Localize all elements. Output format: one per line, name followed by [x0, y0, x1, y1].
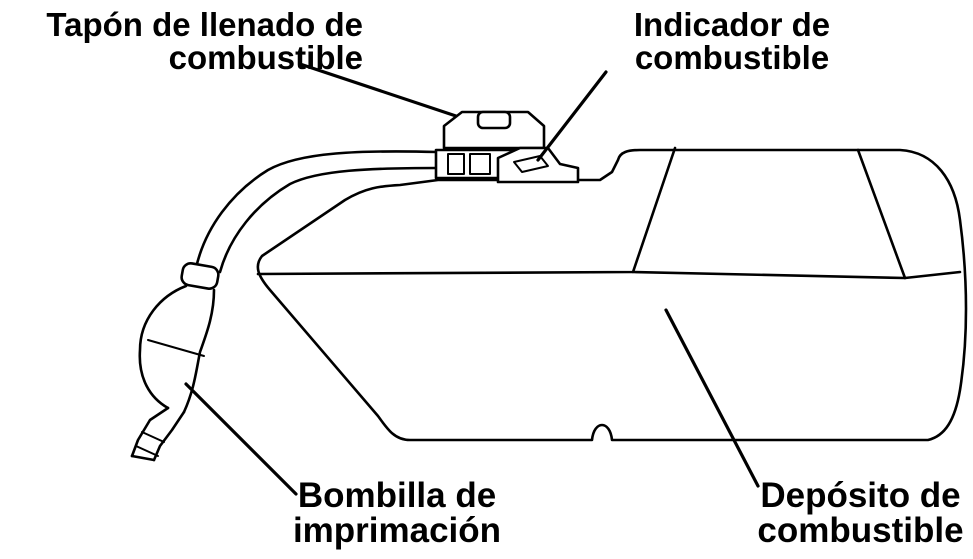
label-fuel-cap-line2: combustible [168, 39, 363, 76]
label-fuel-gauge-line2: combustible [634, 39, 830, 76]
label-fuel-tank: Depósito de combustible [748, 478, 973, 548]
label-primer-bulb-line2: imprimación [292, 511, 502, 550]
label-fuel-cap: Tapón de llenado de combustible [8, 8, 363, 74]
leader-fuel-gauge [536, 70, 608, 162]
label-fuel-gauge: Indicador de combustible [612, 8, 852, 74]
fuel-cap-shape [434, 110, 580, 184]
leader-primer-bulb [184, 382, 298, 496]
fuel-line-hose [194, 150, 440, 274]
label-fuel-gauge-line1: Indicador de [633, 6, 831, 43]
label-primer-bulb: Bombilla de imprimación [287, 478, 507, 548]
label-fuel-cap-line1: Tapón de llenado de [46, 6, 363, 43]
label-fuel-tank-line2: combustible [757, 511, 964, 550]
leader-fuel-cap [298, 62, 458, 118]
leader-fuel-tank [664, 308, 760, 488]
label-fuel-tank-line1: Depósito de [760, 476, 961, 515]
fuel-tank-body [256, 146, 968, 442]
label-primer-bulb-line1: Bombilla de [297, 476, 497, 515]
primer-bulb-shape [130, 262, 220, 462]
